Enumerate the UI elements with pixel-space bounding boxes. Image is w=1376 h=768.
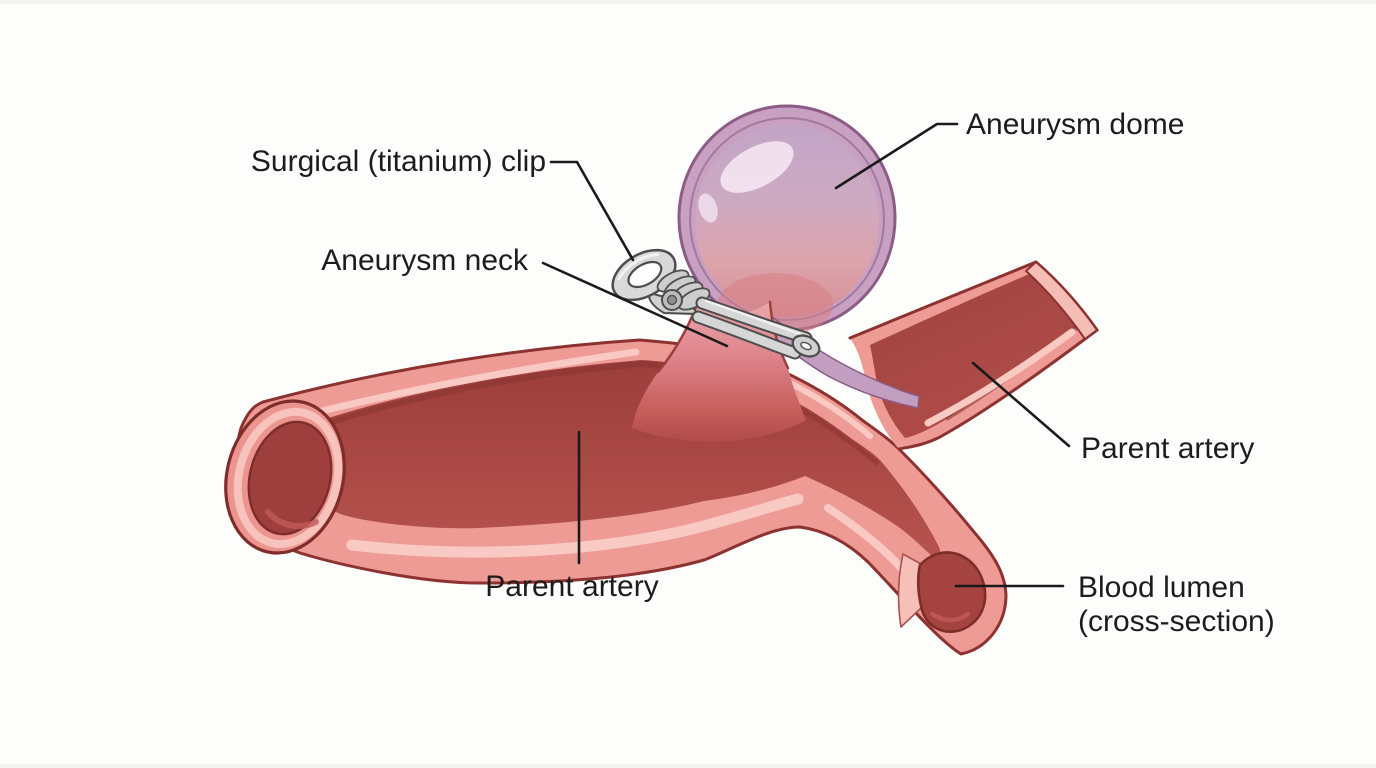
cap-lumen-reflection	[929, 611, 971, 623]
surgical-clip	[611, 248, 821, 360]
clip-spring-coil	[656, 269, 711, 311]
bottom-edge-noise	[0, 764, 1376, 768]
artery-cut-end	[224, 399, 346, 555]
cut-end-ring-highlight	[233, 407, 343, 549]
dome-rim-sliver	[757, 311, 920, 409]
label-parent-artery-right: Parent artery	[1081, 432, 1254, 465]
neck-right-outline	[768, 300, 790, 370]
parent-artery-branch	[848, 260, 1100, 451]
label-surgical-clip: Surgical (titanium) clip	[251, 145, 546, 178]
label-blood-lumen-line1: Blood lumen	[1078, 571, 1245, 604]
cut-end-lumen	[247, 420, 333, 536]
leader-lines	[541, 122, 1071, 588]
labels: Surgical (titanium) clip Aneurysm neck A…	[251, 108, 1275, 638]
cap-lumen	[916, 551, 987, 633]
neck-fill	[632, 296, 806, 442]
blood-lumen-cross-section	[897, 551, 987, 633]
label-aneurysm-dome: Aneurysm dome	[966, 108, 1184, 141]
leader-parent-artery-right	[971, 361, 1071, 448]
aneurysm-dome	[677, 104, 897, 337]
branch-lumen	[870, 272, 1082, 438]
bottom-wall-highlight	[346, 493, 804, 558]
dome-highlight-small	[698, 193, 718, 223]
label-aneurysm-neck: Aneurysm neck	[321, 244, 529, 277]
leader-surgical-clip	[549, 160, 635, 262]
label-parent-artery-bottom: Parent artery	[485, 570, 658, 603]
clip-jaw-tip	[791, 334, 821, 358]
label-blood-lumen-line2: (cross-section)	[1078, 605, 1275, 638]
cap-cut-face	[897, 553, 922, 628]
top-wall-highlight	[298, 348, 640, 420]
leader-aneurysm-neck	[541, 261, 729, 348]
leader-aneurysm-dome	[834, 122, 959, 190]
cut-end-inner-reflection	[265, 509, 319, 530]
branch-cut-face	[1025, 261, 1098, 340]
top-edge-noise	[0, 0, 1376, 4]
dome-highlight	[720, 141, 794, 193]
clip-jaws	[691, 296, 821, 360]
